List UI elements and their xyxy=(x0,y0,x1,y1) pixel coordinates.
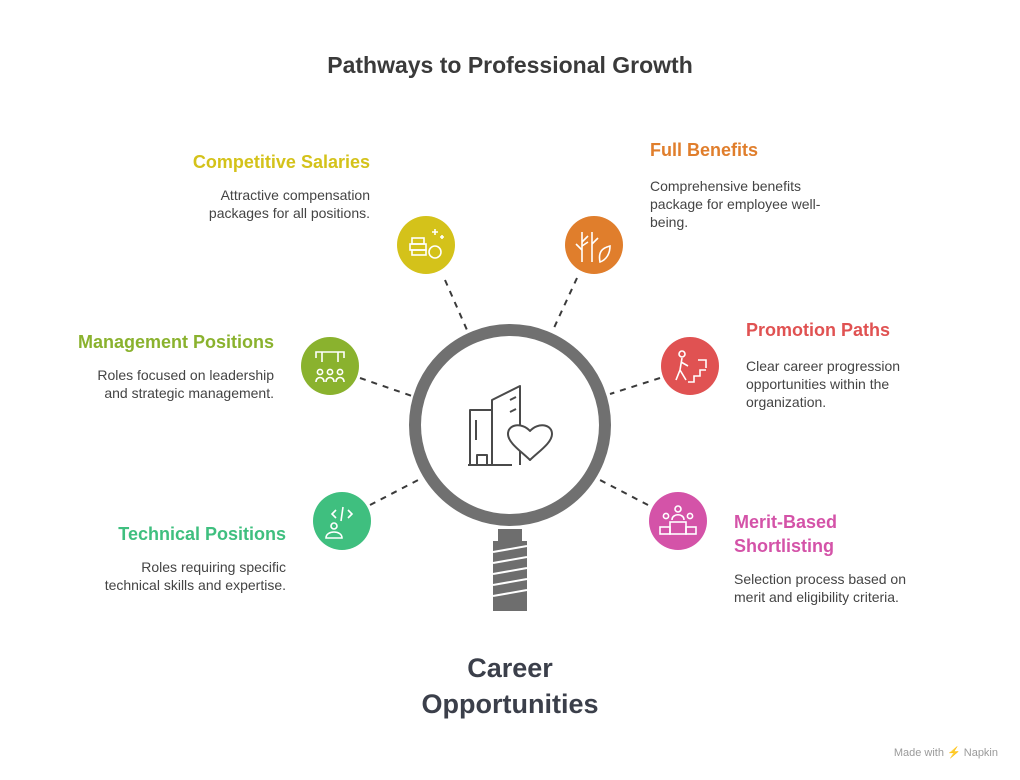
building-heart-icon xyxy=(468,385,553,466)
center-label: Career Opportunities xyxy=(360,650,660,722)
developer-icon xyxy=(325,506,354,539)
connector-promotion-paths xyxy=(609,377,661,395)
full-benefits-desc-line1: Comprehensive benefits xyxy=(650,178,801,194)
magnifier xyxy=(409,324,611,611)
center-label-line2: Opportunities xyxy=(421,689,599,719)
promotion-paths-heading: Promotion Paths xyxy=(746,320,891,340)
technical-positions-description: Roles requiring specific technical skill… xyxy=(56,558,286,594)
icon-full-benefits xyxy=(565,216,623,274)
merit-based-description: Selection process based on merit and eli… xyxy=(734,570,964,606)
connector-competitive-salaries xyxy=(444,279,468,331)
promotion-paths-desc-line1: Clear career progression xyxy=(746,358,901,374)
merit-based-desc-line1: Selection process based on xyxy=(734,571,906,587)
climbing-stairs-icon xyxy=(675,350,707,383)
connector-management-positions xyxy=(359,377,413,397)
management-positions-desc-line2: and strategic management. xyxy=(104,385,274,401)
technical-positions-desc-line2: technical skills and expertise. xyxy=(104,577,286,593)
connectors xyxy=(359,277,661,506)
merit-based-desc-line2: merit and eligibility criteria. xyxy=(734,589,899,605)
management-positions-desc-line1: Roles focused on leadership xyxy=(97,367,274,383)
magnifier-neck xyxy=(498,529,522,541)
full-benefits-heading: Full Benefits xyxy=(650,140,759,160)
center-label-line1: Career xyxy=(467,653,553,683)
merit-based-heading-line1: Merit-Based xyxy=(734,512,838,532)
icon-technical-positions xyxy=(313,492,371,550)
magnifier-handle xyxy=(492,541,528,611)
promotion-paths-desc-line3: organization. xyxy=(746,394,827,410)
connector-technical-positions xyxy=(369,477,423,506)
connector-full-benefits xyxy=(552,277,578,331)
management-positions-description: Roles focused on leadership and strategi… xyxy=(44,366,274,402)
merit-based-heading-line2: Shortlisting xyxy=(734,536,834,556)
full-benefits-desc-line2: package for employee well- xyxy=(650,196,821,212)
promotion-paths-desc-line2: opportunities within the xyxy=(746,376,890,392)
technical-positions-desc-line1: Roles requiring specific xyxy=(141,559,286,575)
money-icon xyxy=(409,229,444,259)
full-benefits-desc-line3: being. xyxy=(650,214,689,230)
napkin-credit[interactable]: Made with ⚡ Napkin xyxy=(893,747,998,759)
competitive-salaries-heading: Competitive Salaries xyxy=(192,152,370,172)
technical-positions-heading: Technical Positions xyxy=(118,524,286,544)
icon-management-positions xyxy=(301,337,359,395)
full-benefits-description: Comprehensive benefits package for emplo… xyxy=(650,177,870,231)
promotion-paths-description: Clear career progression opportunities w… xyxy=(746,357,966,411)
competitive-salaries-desc-line1: Attractive compensation xyxy=(220,187,370,203)
icon-merit-based xyxy=(649,492,707,550)
icon-competitive-salaries xyxy=(397,216,455,274)
plant-icon xyxy=(575,232,611,264)
management-positions-heading: Management Positions xyxy=(77,332,274,352)
magnifier-lens xyxy=(409,324,611,526)
merit-based-heading: Merit-Based Shortlisting xyxy=(734,510,954,558)
team-icon xyxy=(315,351,345,383)
podium-icon xyxy=(659,505,697,535)
connector-merit-based xyxy=(599,479,649,506)
icon-promotion-paths xyxy=(661,337,719,395)
competitive-salaries-description: Attractive compensation packages for all… xyxy=(150,186,370,222)
page-title: Pathways to Professional Growth xyxy=(327,52,693,78)
competitive-salaries-desc-line2: packages for all positions. xyxy=(208,205,370,221)
